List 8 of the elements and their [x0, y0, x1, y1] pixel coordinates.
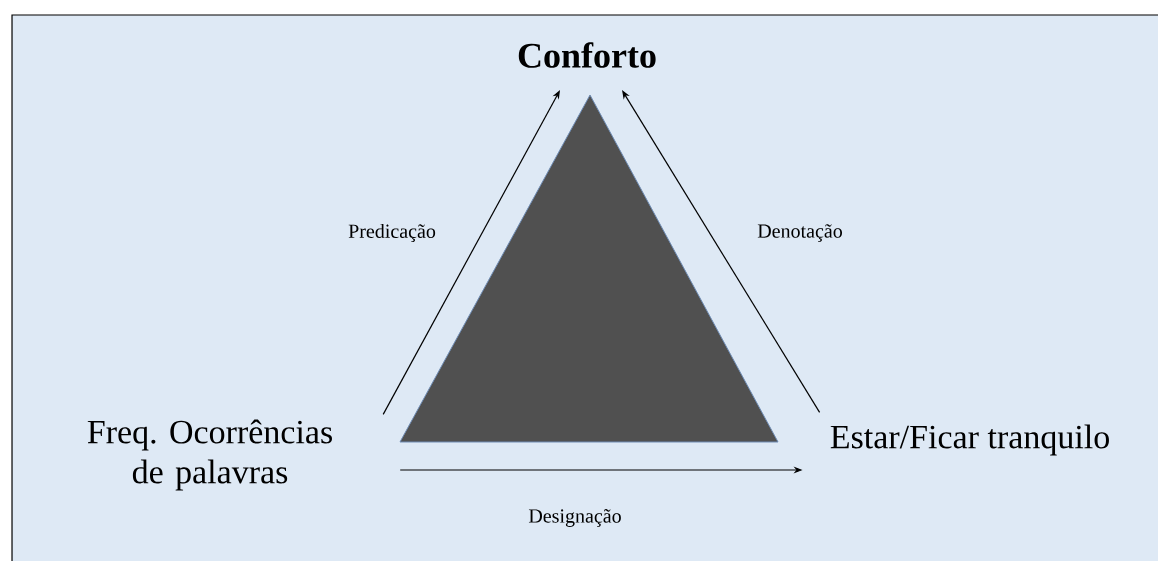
edge-label: Denotação [757, 224, 842, 242]
node-label: Freq. Ocorrências de palavras [87, 419, 332, 491]
node-label: Estar/Ficar tranquilo [830, 424, 1109, 456]
edge-label: Designação [528, 509, 621, 527]
arrow [622, 90, 821, 413]
node-label: Conforto [518, 42, 656, 68]
arrow [382, 90, 560, 415]
edge-label: Predicação [348, 223, 436, 243]
